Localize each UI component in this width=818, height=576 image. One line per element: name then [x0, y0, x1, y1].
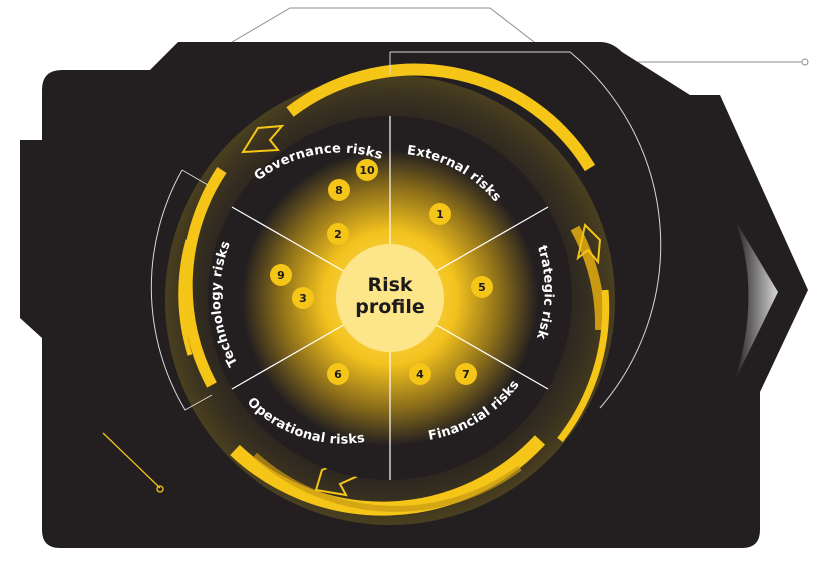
svg-text:10: 10 [359, 164, 375, 177]
badge-5: 5 [471, 276, 493, 298]
ring-arc [286, 63, 596, 172]
segment-dividers [231, 116, 549, 480]
ring-arc [178, 239, 193, 356]
center-title-line2: profile [355, 296, 425, 318]
badge-1: 1 [429, 203, 451, 225]
badge-9: 9 [270, 264, 292, 286]
badge-8: 8 [328, 179, 350, 201]
svg-text:9: 9 [277, 269, 285, 282]
ring-arc [252, 452, 522, 512]
svg-text:3: 3 [299, 292, 307, 305]
badge-6: 6 [327, 363, 349, 385]
outline-bracket [390, 51, 662, 409]
ring-arc [181, 166, 227, 388]
frame-sheen [735, 220, 778, 380]
svg-text:1: 1 [436, 208, 444, 221]
connector-dot [801, 58, 809, 66]
svg-text:6: 6 [334, 368, 342, 381]
center-circle [336, 244, 444, 352]
badge-3: 3 [292, 287, 314, 309]
badge-7: 7 [455, 363, 477, 385]
svg-text:5: 5 [478, 281, 486, 294]
svg-text:7: 7 [462, 368, 470, 381]
connector-dot [156, 485, 164, 493]
svg-text:4: 4 [416, 368, 424, 381]
ring-arrow-icon [576, 222, 602, 265]
outline-bracket [181, 169, 209, 186]
badge-4: 4 [409, 363, 431, 385]
connector-line-accent [102, 432, 161, 489]
outline-bracket [150, 169, 213, 411]
badge-2: 2 [327, 223, 349, 245]
svg-text:2: 2 [334, 228, 342, 241]
center-title-line1: Risk [367, 274, 412, 296]
ring-arrow-icon [241, 124, 285, 154]
svg-text:8: 8 [335, 184, 343, 197]
ring-arc [557, 289, 610, 443]
ring-arc [570, 225, 606, 331]
badge-10: 10 [356, 159, 378, 181]
